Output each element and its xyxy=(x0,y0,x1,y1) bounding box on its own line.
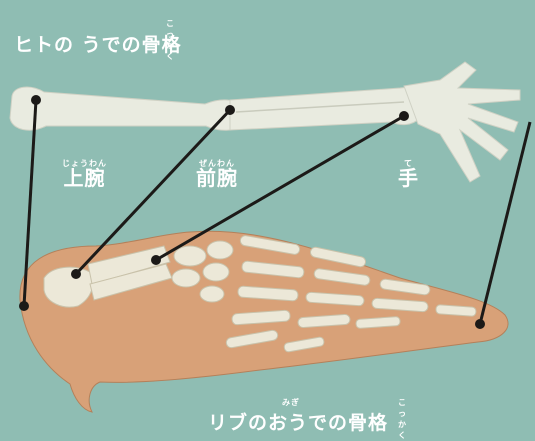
whale-flipper-title-ruby-2: こっかく xyxy=(398,397,407,441)
label-forearm: ぜんわん 前腕 xyxy=(196,160,238,188)
wrist-bone-4 xyxy=(203,263,229,281)
diagram-canvas: こっかく ヒトの うでの骨格 じょうわん 上腕 ぜんわん 前腕 て 手 みぎ こ… xyxy=(0,0,535,432)
wrist-bone-5 xyxy=(200,286,224,302)
pointer-dot xyxy=(73,271,80,278)
pointer-line-wrist xyxy=(156,116,404,260)
label-hand: て 手 xyxy=(398,160,419,188)
label-hand-word: 手 xyxy=(398,168,419,188)
human-arm-title-ruby: こっかく xyxy=(166,18,182,62)
label-forearm-word: 前腕 xyxy=(196,168,238,188)
whale-flipper-title-text: リブのおうでの骨格 xyxy=(208,412,388,434)
label-upper-arm: じょうわん 上腕 xyxy=(62,160,107,188)
pointer-dot xyxy=(227,107,234,114)
pointer-dot xyxy=(477,321,484,328)
flipper-upper-arm-bone xyxy=(44,267,93,307)
pointer-dot xyxy=(401,113,408,120)
pointer-dot xyxy=(33,97,40,104)
human-hand-bones xyxy=(404,62,520,182)
pointer-dot xyxy=(153,257,160,264)
whale-flipper xyxy=(20,231,508,412)
pointer-dot xyxy=(21,303,28,310)
human-arm-title-text: ヒトの うでの骨格 xyxy=(14,34,182,56)
whale-flipper-title: みぎ こっかく リブのおうでの骨格 xyxy=(208,408,388,435)
whale-flipper-title-ruby-1: みぎ xyxy=(282,397,300,408)
wrist-bone-2 xyxy=(172,269,200,287)
human-arm-title: こっかく ヒトの うでの骨格 xyxy=(14,30,182,57)
arm-bones-illustration xyxy=(0,0,535,432)
label-upper-arm-word: 上腕 xyxy=(62,168,107,188)
human-upper-arm-bone xyxy=(10,87,240,130)
wrist-bone-3 xyxy=(207,241,233,259)
wrist-bone-1 xyxy=(174,246,206,266)
